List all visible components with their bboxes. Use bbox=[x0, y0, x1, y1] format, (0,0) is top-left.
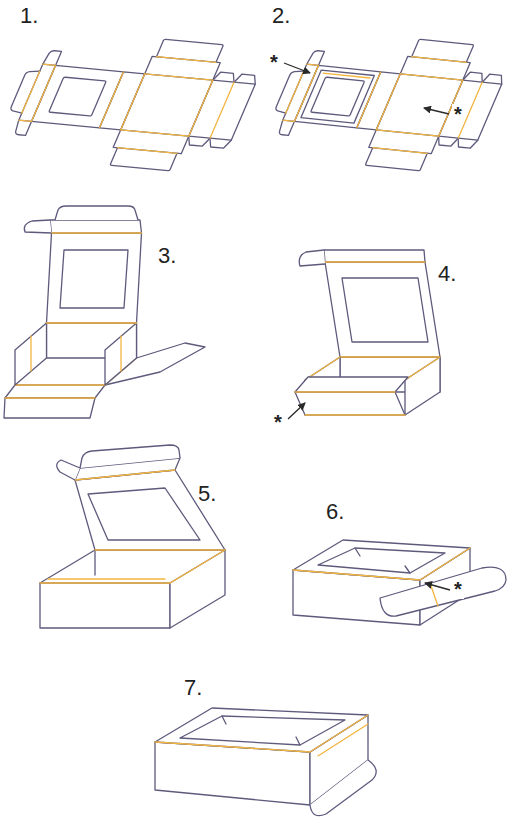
panel-outline bbox=[40, 550, 225, 583]
panel-outline bbox=[293, 540, 470, 580]
panel-outline bbox=[222, 716, 300, 745]
drawing-part bbox=[256, 28, 517, 175]
fold-line bbox=[30, 336, 31, 371]
box-closed bbox=[155, 708, 376, 816]
panel-outline bbox=[405, 357, 440, 415]
panel-outline bbox=[47, 233, 142, 323]
fold-line bbox=[295, 392, 405, 415]
step-number: 6. bbox=[326, 500, 344, 524]
panel-outline bbox=[299, 250, 325, 266]
drawing-part bbox=[0, 28, 270, 175]
step-number: 1. bbox=[20, 4, 38, 28]
fold-line bbox=[340, 356, 440, 357]
fold-line bbox=[75, 470, 175, 480]
fold-line bbox=[52, 232, 142, 233]
panel-outline bbox=[325, 262, 440, 357]
panel-outline bbox=[4, 398, 95, 418]
panel-outline bbox=[5, 385, 105, 398]
fold-line bbox=[293, 548, 470, 580]
blank-liner-folded bbox=[256, 28, 517, 175]
panel-outline bbox=[342, 278, 428, 342]
panel-outline bbox=[155, 742, 310, 805]
panel-outline bbox=[180, 716, 345, 745]
fold-line bbox=[155, 715, 368, 756]
box-front-folding bbox=[288, 250, 440, 419]
panel-outline bbox=[355, 548, 410, 573]
box-closed-flap-out bbox=[293, 540, 506, 625]
panel-outline bbox=[380, 567, 506, 616]
fold-line bbox=[323, 73, 370, 78]
panel-outline bbox=[295, 377, 408, 392]
panel-outline bbox=[15, 323, 47, 385]
step-number: 2. bbox=[272, 4, 290, 28]
panel-outline bbox=[318, 548, 445, 573]
panel-outline bbox=[105, 323, 137, 385]
panel-outline bbox=[60, 250, 128, 308]
panel-outline bbox=[40, 583, 170, 628]
box-lid-closing bbox=[40, 445, 225, 628]
panel-outline bbox=[88, 488, 200, 540]
fold-line bbox=[40, 550, 225, 583]
leader-arrow bbox=[288, 403, 305, 419]
panel-outline bbox=[50, 220, 142, 233]
callout-asterisk: * bbox=[268, 52, 280, 72]
panel-outline bbox=[75, 470, 225, 550]
step-number: 4. bbox=[438, 262, 456, 286]
box-walls-up bbox=[4, 206, 205, 418]
panel-outline bbox=[94, 550, 95, 575]
fold-line bbox=[5, 385, 105, 398]
leader-arrow bbox=[424, 108, 449, 114]
fold-line bbox=[95, 549, 225, 550]
callout-asterisk: * bbox=[452, 579, 464, 599]
panel-outline bbox=[310, 760, 376, 816]
panel-outline bbox=[324, 250, 425, 262]
panel-outline bbox=[301, 70, 374, 123]
panel-outline bbox=[24, 220, 51, 233]
step-number: 3. bbox=[158, 244, 176, 268]
leader-arrow bbox=[425, 583, 450, 590]
flat-blank bbox=[0, 28, 270, 175]
step-number: 5. bbox=[198, 482, 216, 506]
panel-outline bbox=[295, 392, 405, 415]
leader-arrow bbox=[284, 63, 310, 73]
panel-outline bbox=[170, 550, 225, 628]
step-number: 7. bbox=[184, 676, 202, 700]
panel-outline bbox=[155, 708, 368, 752]
fold-line bbox=[47, 322, 137, 323]
panel-outline bbox=[55, 206, 138, 220]
panel-outline bbox=[80, 445, 180, 468]
callout-asterisk: * bbox=[452, 104, 464, 124]
fold-line bbox=[325, 261, 425, 262]
fold-line bbox=[120, 336, 121, 371]
drawing-part bbox=[301, 70, 374, 123]
panel-outline bbox=[57, 460, 80, 480]
callout-asterisk: * bbox=[272, 412, 284, 432]
